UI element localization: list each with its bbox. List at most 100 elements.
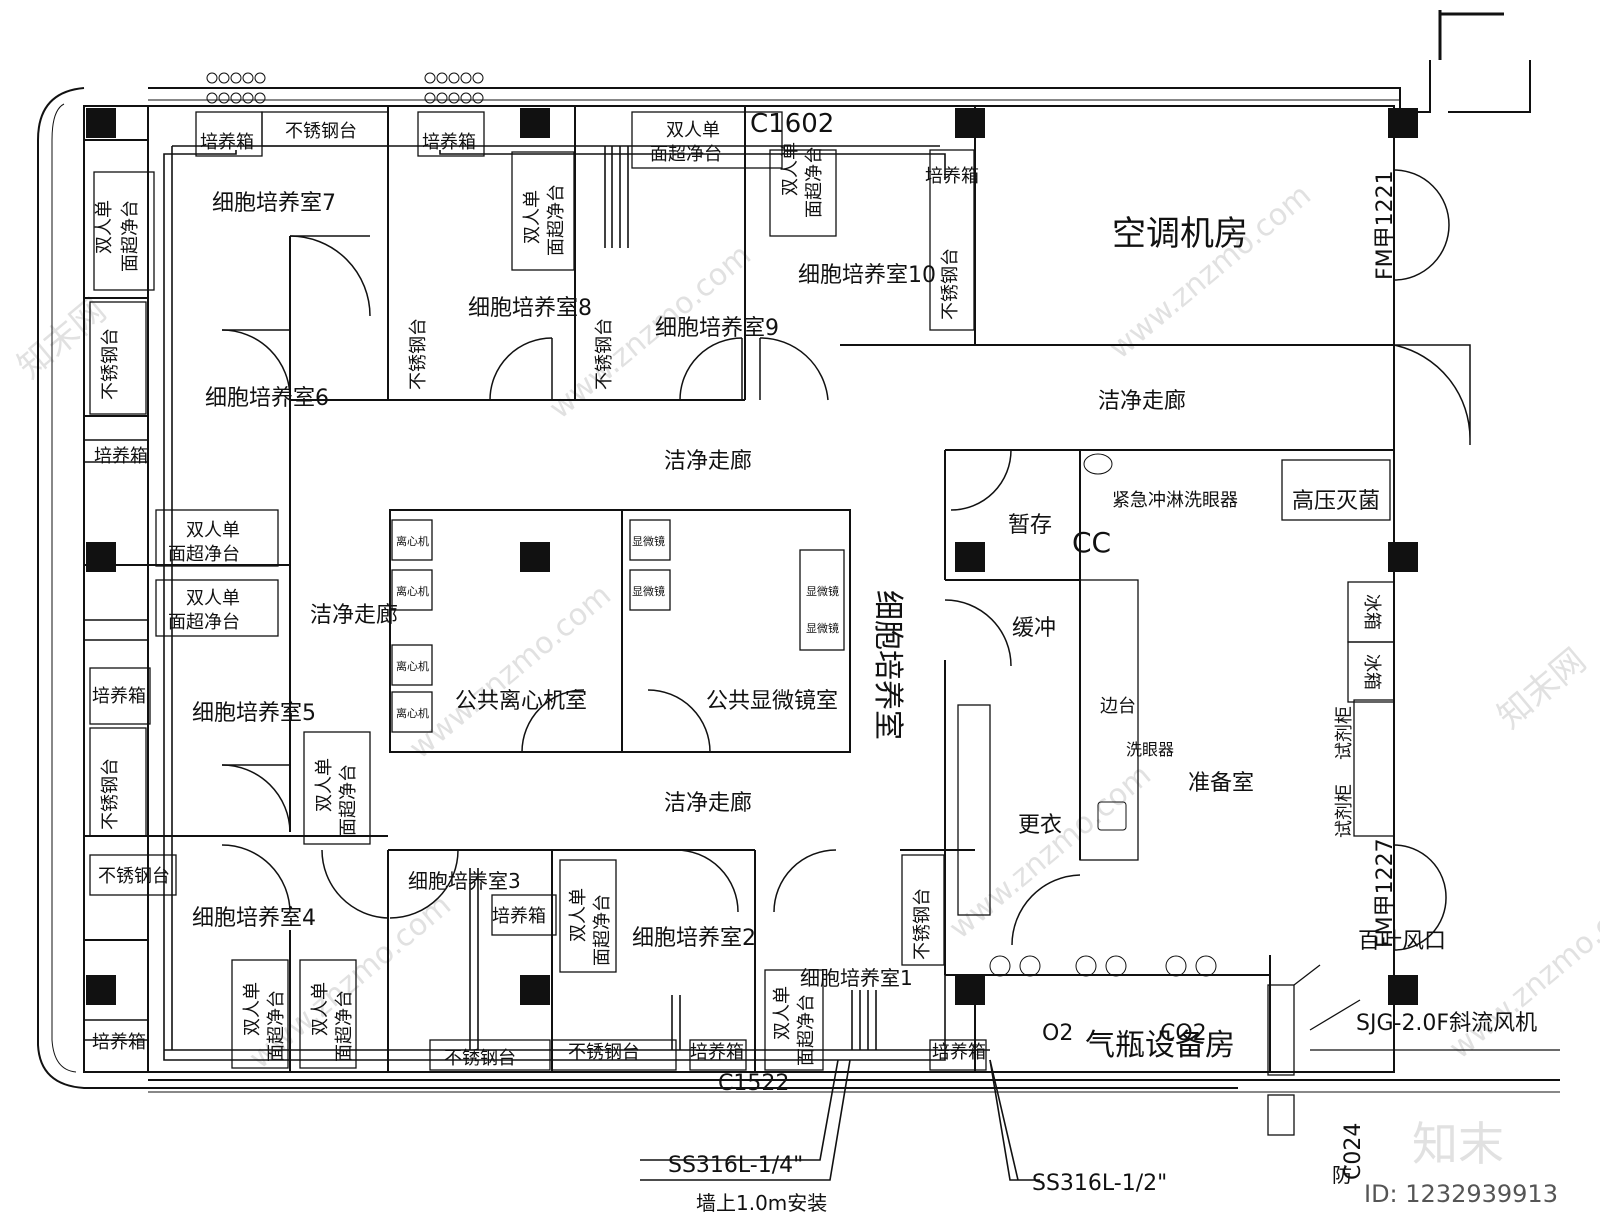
room-label-microscope: 公共显微镜室 [706, 689, 838, 714]
centrifuge-label: 离心机 [396, 706, 429, 720]
watermark-text: 知末网 [10, 291, 114, 387]
room-label-4: 细胞培养室4 [192, 906, 316, 931]
clean-bench-label-line2: 面超净台 [592, 894, 613, 966]
structural-columns [86, 108, 1418, 1005]
doors [221, 169, 1471, 951]
eyewash-shower-label: 紧急冲淋洗眼器 [1112, 490, 1238, 511]
door-code: FM甲1221 [1373, 170, 1398, 280]
microscope-label: 显微镜 [632, 534, 665, 548]
side-bench-label: 边台 [1100, 696, 1136, 717]
fan-duct [1267, 964, 1560, 1136]
eyewash-label: 洗眼器 [1126, 740, 1174, 759]
install-note: 墙上1.0m安装 [696, 1191, 827, 1215]
clean-bench-label-line2: 面超净台 [168, 544, 240, 565]
brand-watermark: 知末 ID: 1232939913 [1364, 1117, 1558, 1208]
window-code: C1522 [718, 1071, 789, 1096]
column [520, 542, 550, 572]
pipe-spec-label: SS316L-1/2" [1032, 1171, 1167, 1196]
clean-bench-label-line2: 面超净台 [334, 990, 355, 1062]
window-code: C024 [1341, 1123, 1366, 1180]
ss-bench-label: 不锈钢台 [444, 1048, 516, 1069]
clean-bench-label-line2: 面超净台 [650, 144, 722, 165]
clean-bench-label-line1: 双人单 [94, 200, 115, 254]
ss-bench-label: 不锈钢台 [100, 328, 121, 400]
equipment-outlines [89, 111, 1395, 1071]
room-label-5: 细胞培养室5 [192, 701, 316, 726]
room-label-centrifuge: 公共离心机室 [455, 689, 587, 714]
equipment-labels: 培养箱 不锈钢台 培养箱 双人单 面超净台 双人单 面超净台 双人单 面超净台 … [92, 120, 1382, 1069]
ss-bench-label: 不锈钢台 [98, 866, 170, 887]
column [955, 975, 985, 1005]
clean-bench-label-line1: 双人单 [780, 142, 801, 196]
regulator-symbols [206, 72, 1217, 977]
clean-bench-label-line1: 双人单 [310, 982, 331, 1036]
incubator-label: 培养箱 [422, 132, 476, 153]
clean-bench-label-line2: 面超净台 [338, 764, 359, 836]
ss-bench-label: 不锈钢台 [100, 758, 121, 830]
ss-bench-label: 不锈钢台 [912, 888, 933, 960]
corridor-label: 洁净走廊 [310, 603, 398, 628]
room-labels: 细胞培养室7 细胞培养室8 细胞培养室9 细胞培养室10 细胞培养室6 细胞培养… [192, 191, 1254, 1063]
co2-label: CO2 [1160, 1021, 1207, 1046]
fire-label: 防 [1332, 1163, 1352, 1187]
clean-bench-label-line2: 面超净台 [266, 990, 287, 1062]
clean-bench-label-line2: 面超净台 [120, 200, 141, 272]
room-label-1: 细胞培养室1 [800, 966, 913, 990]
watermark-text: www.znzmo.com [943, 758, 1158, 947]
clean-bench-label-line1: 双人单 [772, 986, 793, 1040]
clean-bench-label-line1: 双人单 [666, 120, 720, 141]
microscope-label: 显微镜 [632, 584, 665, 598]
pipe-spec-label: SS316L-1/4" [668, 1153, 803, 1178]
incubator-label: 培养箱 [94, 446, 148, 467]
ss-bench-label: 不锈钢台 [594, 318, 615, 390]
ss-bench-label: 不锈钢台 [568, 1042, 640, 1063]
clean-bench-label-line2: 面超净台 [546, 184, 567, 256]
o2-label: O2 [1042, 1021, 1073, 1046]
room-label-gas: 气瓶设备房 [1085, 1028, 1235, 1063]
room-label-7: 细胞培养室7 [212, 191, 336, 216]
room-walls [83, 105, 1395, 1073]
watermark-text: www.znzmo.com [1443, 878, 1600, 1067]
incubator-label: 培养箱 [932, 1042, 986, 1063]
column [955, 542, 985, 572]
watermark-text: 知末网 [1490, 641, 1594, 737]
clean-bench-label-line1: 双人单 [242, 982, 263, 1036]
building-outline [37, 10, 1560, 1093]
column [86, 542, 116, 572]
clean-bench-label-line1: 双人单 [186, 588, 240, 609]
room-label-cell-culture: 细胞培养室 [870, 590, 905, 740]
room-label-3: 细胞培养室3 [408, 869, 521, 893]
window-code: C1602 [750, 109, 834, 139]
fridge-label: 冰箱 [1361, 594, 1382, 630]
room-label-prep: 准备室 [1188, 771, 1254, 796]
door-code: FM甲1227 [1373, 838, 1398, 948]
corridor-label: 洁净走廊 [664, 791, 752, 816]
microscope-label: 显微镜 [806, 584, 839, 598]
gas-piping [84, 145, 1040, 1181]
column [520, 108, 550, 138]
room-label-2: 细胞培养室2 [632, 926, 756, 951]
room-label-changing: 更衣 [1018, 813, 1062, 838]
image-id-label: ID: 1232939913 [1364, 1180, 1558, 1208]
autoclave-label: 高压灭菌 [1292, 489, 1380, 514]
cc-label: CC [1072, 526, 1111, 559]
column [955, 108, 985, 138]
incubator-label: 培养箱 [925, 166, 979, 187]
room-label-10: 细胞培养室10 [798, 263, 936, 288]
clean-bench-label-line1: 双人单 [568, 888, 589, 942]
ss-bench-label: 不锈钢台 [408, 318, 429, 390]
room-label-hvac: 空调机房 [1112, 214, 1248, 254]
column [1388, 542, 1418, 572]
corridor-label: 洁净走廊 [664, 449, 752, 474]
column [86, 975, 116, 1005]
room-label-buffer: 缓冲 [1012, 616, 1056, 641]
incubator-label: 培养箱 [92, 1032, 146, 1053]
centrifuge-label: 离心机 [396, 659, 429, 673]
watermark-text: www.znzmo.com [1103, 178, 1318, 367]
room-label-8: 细胞培养室8 [468, 296, 592, 321]
clean-bench-label-line2: 面超净台 [796, 994, 817, 1066]
centrifuge-label: 离心机 [396, 534, 429, 548]
corridor-label: 洁净走廊 [1098, 389, 1186, 414]
room-label-6: 细胞培养室6 [205, 386, 329, 411]
